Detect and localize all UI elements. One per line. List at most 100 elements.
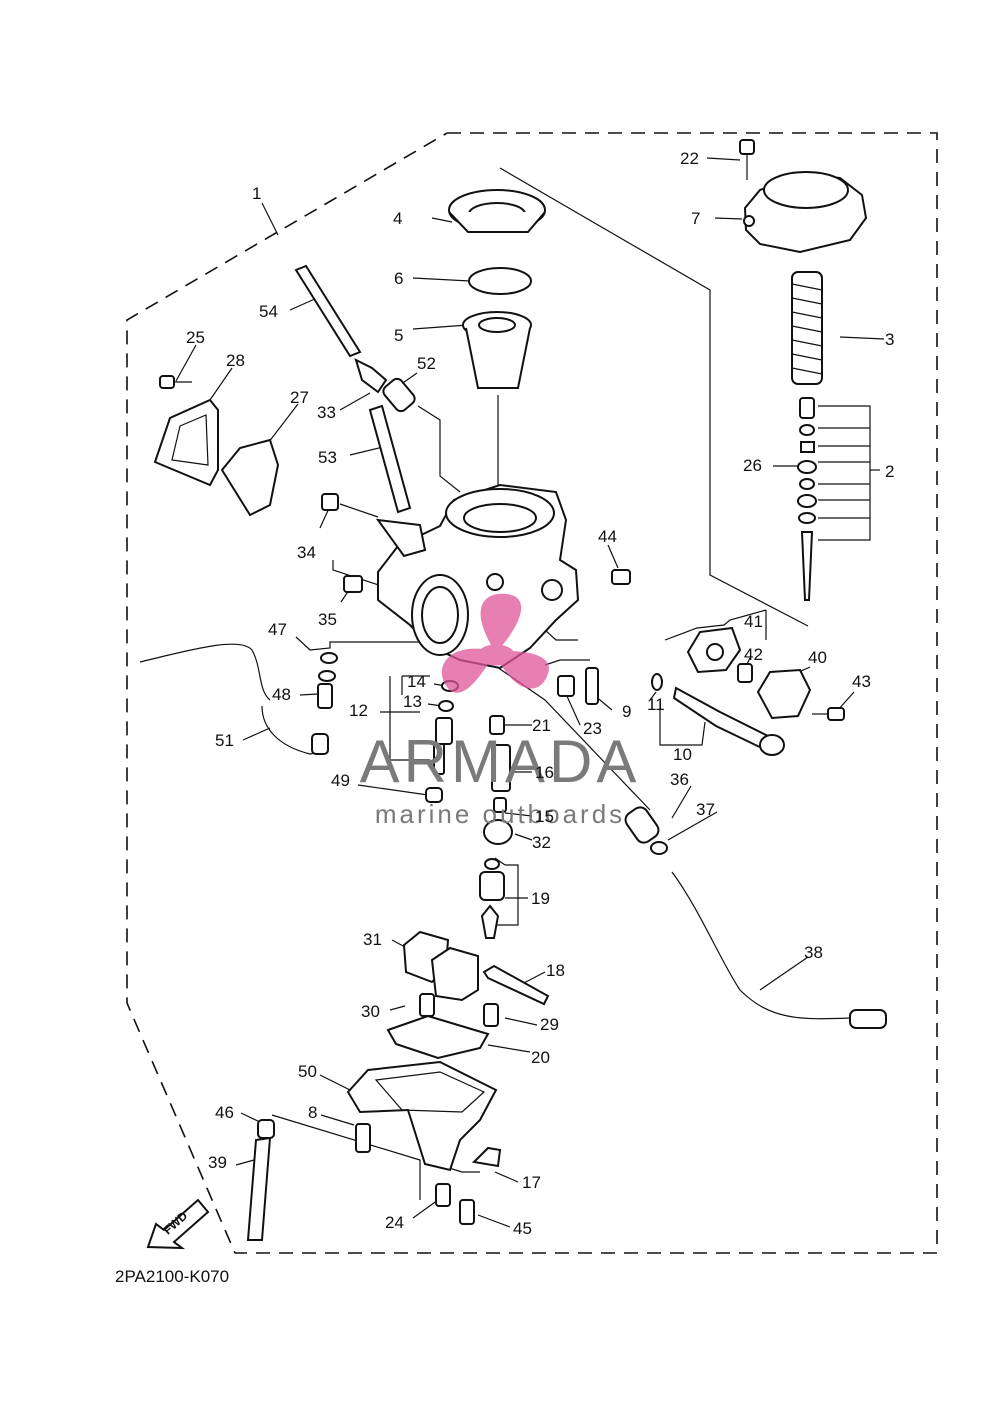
callout-24: 24 (385, 1213, 404, 1232)
callout-7: 7 (691, 209, 700, 228)
callout-31: 31 (363, 930, 382, 949)
part-27-gasket (220, 438, 280, 517)
watermark-brand: ARMADA (360, 728, 641, 795)
callout-54: 54 (259, 302, 278, 321)
part-31-float (402, 930, 479, 1002)
part-45-screw (459, 1199, 475, 1225)
assembly-boundary (126, 132, 938, 1254)
part-53-hose (368, 404, 412, 514)
callout-51: 51 (215, 731, 234, 750)
part-33-fitting (354, 358, 388, 394)
part-5-piston (462, 311, 532, 389)
part-41-cover (686, 626, 742, 674)
leader-lines (175, 157, 885, 1228)
callout-4: 4 (393, 209, 402, 228)
callout-14: 14 (407, 672, 426, 691)
part-38-cable (671, 871, 887, 1029)
callout-29: 29 (540, 1015, 559, 1034)
callout-15: 15 (535, 807, 554, 826)
part-47-washer (320, 652, 338, 664)
part-37-washer (650, 841, 668, 855)
part-39-drain-hose (246, 1136, 272, 1241)
part-46-clamp (257, 1119, 275, 1139)
callout-36: 36 (670, 770, 689, 789)
part-34-nut (321, 493, 339, 511)
part-11-oring (651, 673, 663, 691)
part-6-oring (468, 267, 532, 295)
callout-16: 16 (535, 763, 554, 782)
propeller-logo-icon (441, 593, 549, 693)
part-19-valve (479, 858, 505, 939)
callout-21: 21 (532, 716, 551, 735)
callout-25: 25 (186, 328, 205, 347)
part-52-cap (382, 377, 416, 413)
callout-45: 45 (513, 1219, 532, 1238)
part-51-wire (139, 643, 329, 755)
callout-44: 44 (598, 527, 617, 546)
callout-22: 22 (680, 149, 699, 168)
part-10-plunger (672, 686, 785, 756)
part-18-float-pin (482, 964, 550, 1006)
part-30-screw (419, 993, 435, 1017)
callout-11: 11 (647, 695, 665, 714)
callout-42: 42 (744, 645, 763, 664)
part-12-pilot-screw (433, 717, 453, 775)
part-25-bolt (159, 375, 192, 389)
callout-43: 43 (852, 672, 871, 691)
part-50-float-bowl (346, 1060, 498, 1172)
callout-20: 20 (531, 1048, 550, 1067)
part-32-holder (483, 819, 513, 845)
callout-38: 38 (804, 943, 823, 962)
callout-49: 49 (331, 771, 350, 790)
fwd-arrow-icon: FWD (146, 1198, 210, 1250)
callout-13: 13 (403, 692, 422, 711)
callout-41: 41 (744, 612, 763, 631)
part-21-jet (489, 715, 505, 735)
part-4-diaphragm (448, 189, 546, 233)
armada-watermark: ARMADA marine outboards (360, 593, 641, 829)
callout-19: 19 (531, 889, 550, 908)
part-17-clip (471, 1146, 502, 1168)
part-54-hose (294, 264, 362, 358)
part-28-plate (153, 398, 219, 487)
part-43-screw (812, 707, 845, 721)
callout-33: 33 (317, 403, 336, 422)
part-3-spring (791, 271, 823, 385)
part-15-main-jet (493, 797, 507, 813)
callout-37: 37 (696, 800, 715, 819)
callout-5: 5 (394, 326, 403, 345)
callout-9: 9 (622, 702, 631, 721)
part-22-screw (739, 139, 755, 180)
callout-53: 53 (318, 448, 337, 467)
part-40-housing (756, 668, 812, 720)
carburetor-body (375, 483, 580, 670)
callout-48: 48 (272, 685, 291, 704)
part-42-spring (737, 663, 753, 683)
callout-34: 34 (297, 543, 316, 562)
part-24-drain-screw (435, 1183, 451, 1207)
part-16-needle-jet (491, 744, 511, 792)
callout-27: 27 (290, 388, 309, 407)
callout-10: 10 (673, 745, 692, 764)
callout-39: 39 (208, 1153, 227, 1172)
part-44-screw (611, 569, 631, 585)
callout-50: 50 (298, 1062, 317, 1081)
callout-52: 52 (417, 354, 436, 373)
callout-47: 47 (268, 620, 287, 639)
part-29-screw (483, 1003, 499, 1027)
callout-26: 26 (743, 456, 762, 475)
callout-32: 32 (532, 833, 551, 852)
callout-labels: 1 2 3 4 5 6 7 8 9 10 11 12 13 14 15 16 1… (186, 149, 894, 1238)
part-2-needle-set (797, 397, 817, 601)
callout-28: 28 (226, 351, 245, 370)
callout-23: 23 (583, 719, 602, 738)
part-36-boot (624, 806, 660, 844)
callout-3: 3 (885, 330, 894, 349)
callout-1: 1 (252, 184, 261, 203)
callout-17: 17 (522, 1173, 541, 1192)
callout-40: 40 (808, 648, 827, 667)
diagram-code: 2PA2100-K070 (115, 1267, 229, 1286)
part-9-needle-jet (585, 667, 599, 705)
callout-46: 46 (215, 1103, 234, 1122)
